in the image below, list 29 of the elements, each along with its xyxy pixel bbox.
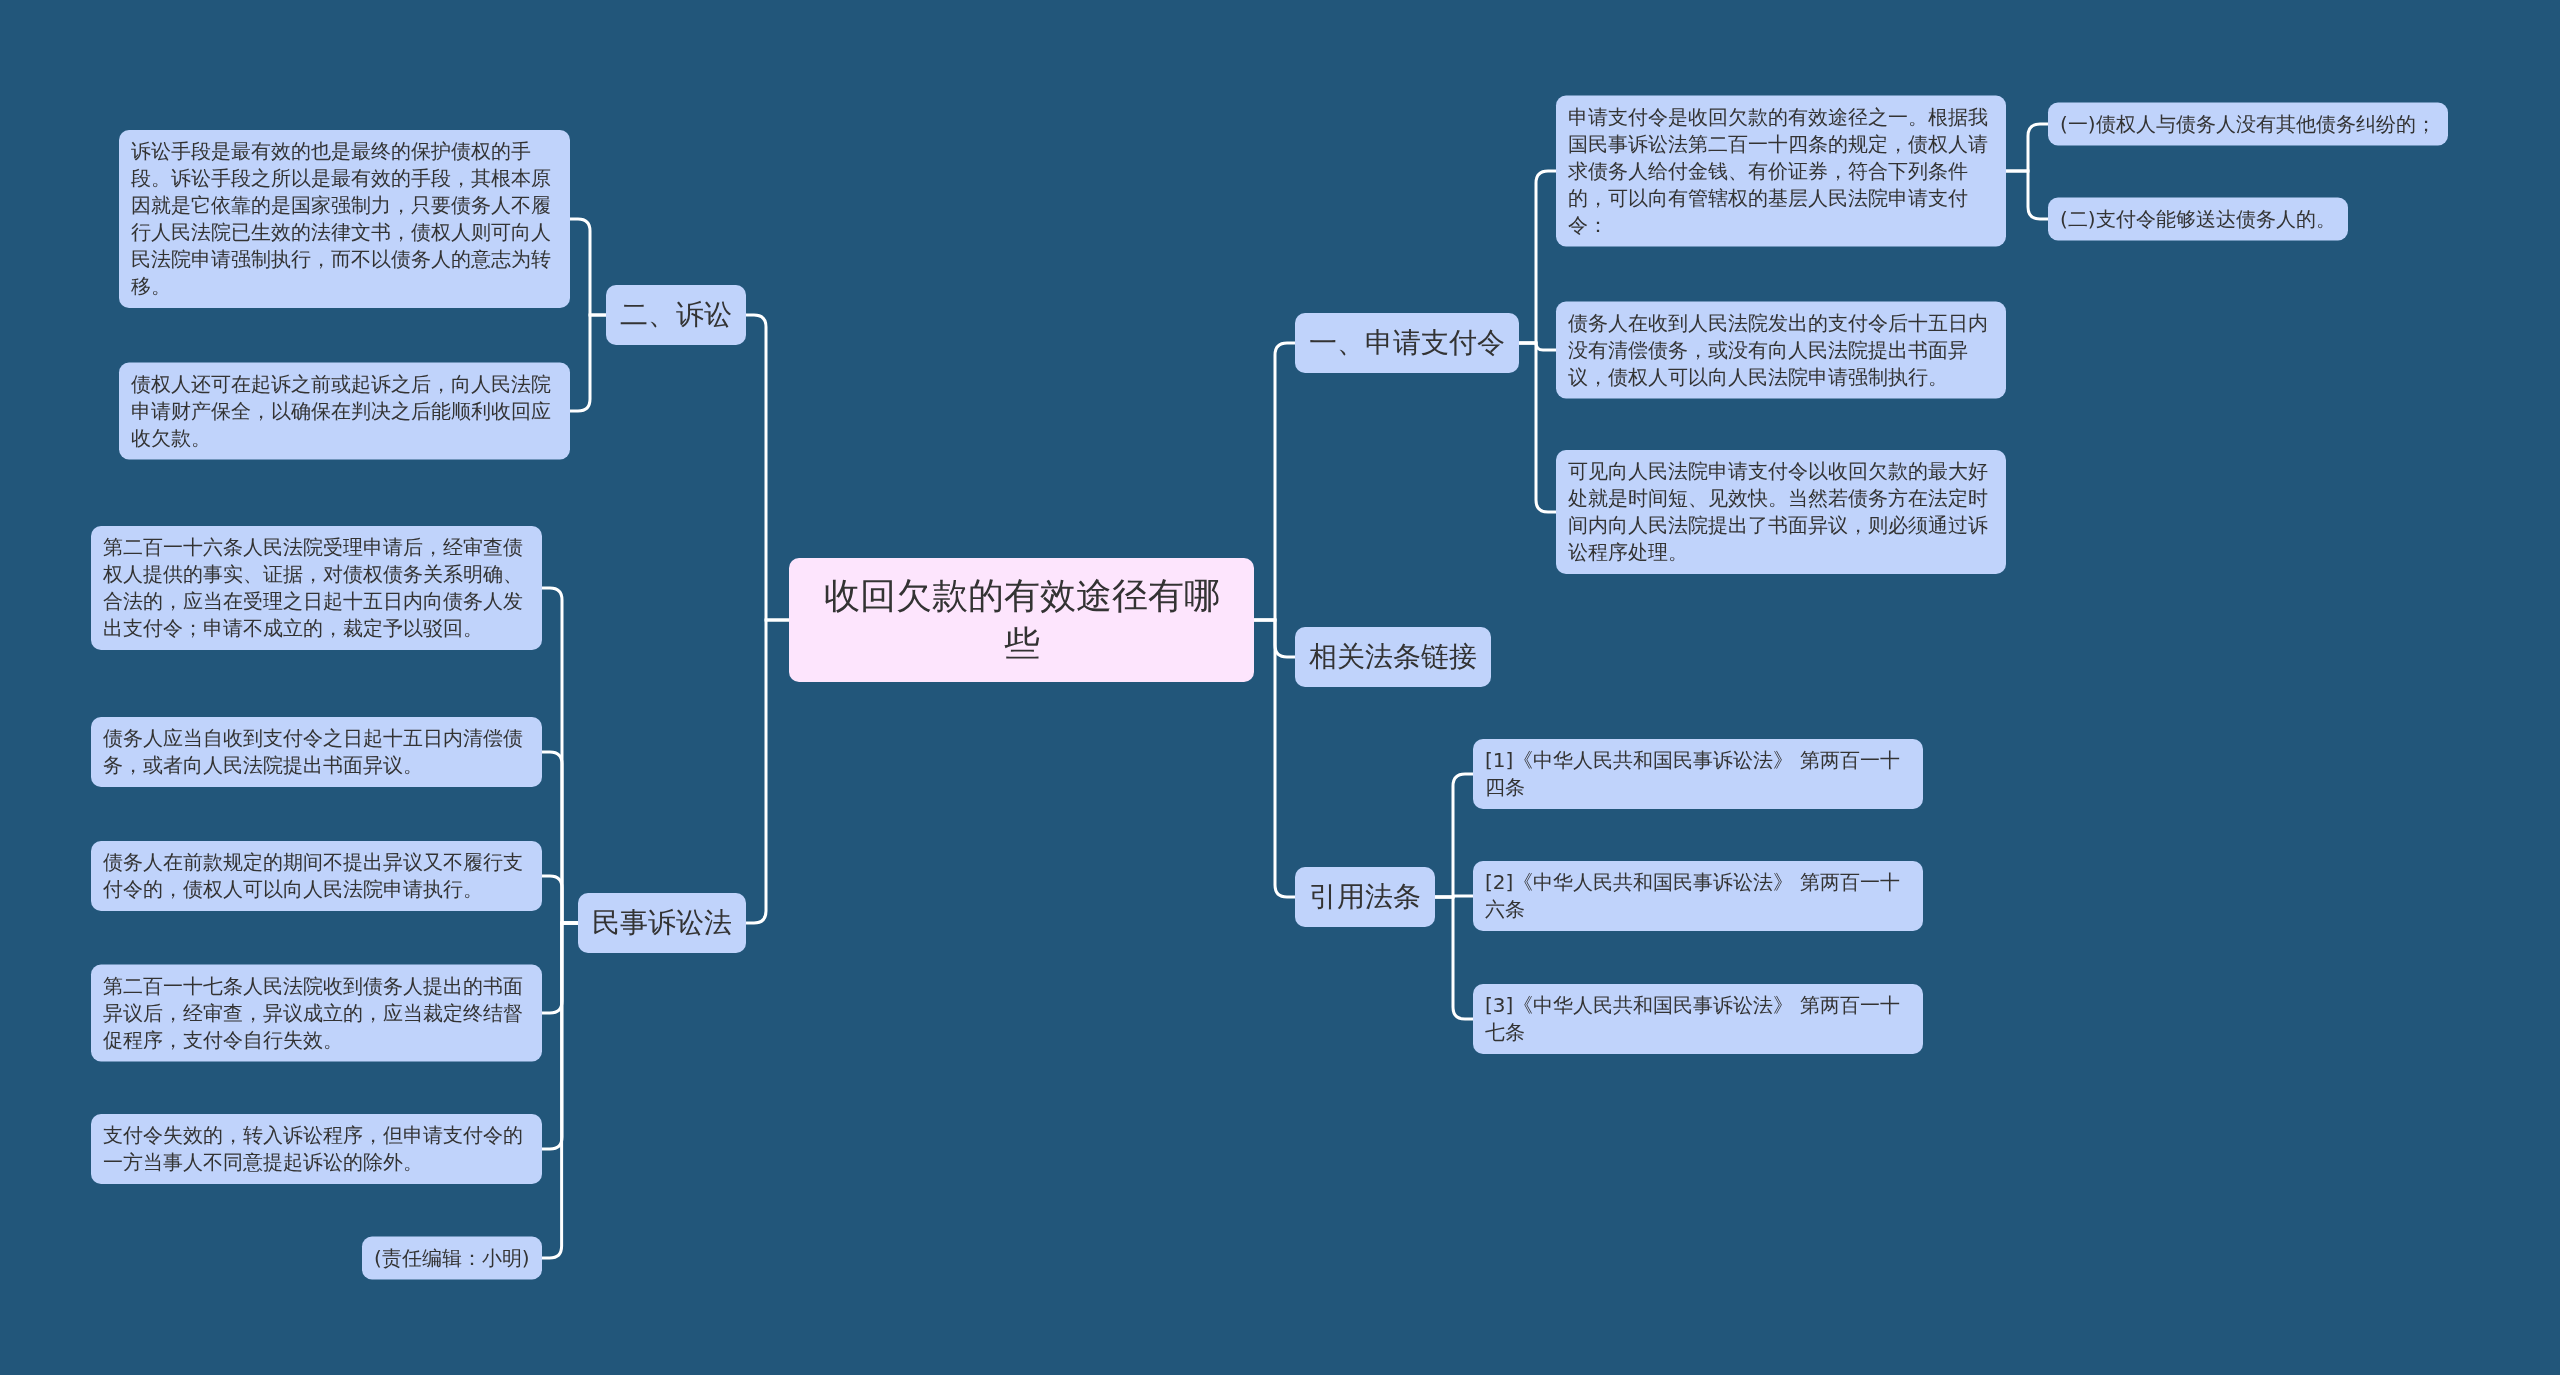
connector-line: [570, 313, 606, 413]
note-box: 债务人在前款规定的期间不提出异议又不履行支付令的，债权人可以向人民法院申请执行。: [91, 841, 542, 911]
note-box: 可见向人民法院申请支付令以收回欠款的最大好处就是时间短、见效快。当然若债务方在法定时间内向人民法院提出了书面异议，则必须通过诉讼程序处理。: [1556, 450, 2006, 574]
note-box: (二)支付令能够送达债务人的。: [2048, 197, 2348, 241]
note-box: 债务人在收到人民法院发出的支付令后十五日内没有清偿债务，或没有向人民法院提出书面异议，债权人可以向人民法院申请强制执行。: [1556, 301, 2006, 399]
topic-box: 收回欠款的有效途径有哪些: [789, 558, 1254, 682]
connector-line: [1435, 895, 1473, 1021]
note-box: 债权人还可在起诉之前或起诉之后，向人民法院申请财产保全，以确保在判决之后能顺利收回应收欠款。: [119, 362, 570, 460]
branch-box: 二、诉讼: [606, 285, 746, 345]
connector-line: [746, 618, 789, 925]
note-box: 第二百一十六条人民法院受理申请后，经审查债权人提供的事实、证据，对债权债务关系明确、合法的，应当在受理之日起十五日内向债务人发出支付令；申请不成立的，裁定予以驳回。: [91, 526, 542, 650]
note-box: [1]《中华人民共和国民事诉讼法》 第两百一十四条: [1473, 739, 1923, 809]
branch-box: 一、申请支付令: [1295, 313, 1519, 373]
connector-line: [1254, 618, 1295, 899]
note-box: (一)债权人与债务人没有其他债务纠纷的；: [2048, 102, 2448, 146]
note-box: 申请支付令是收回欠款的有效途径之一。根据我国民事诉讼法第二百一十四条的规定，债权人请求债务人给付金钱、有价证券，符合下列条件的，可以向有管辖权的基层人民法院申请支付令：: [1556, 95, 2006, 247]
note-box: 诉讼手段是最有效的也是最终的保护债权的手段。诉讼手段之所以是最有效的手段，其根本原因就是它依靠的是国家强制力，只要债务人不履行人民法院已生效的法律文书，债权人则可向人民法院申请强制执行，而不以债务人的意志为转移。: [119, 130, 570, 308]
connector-line: [541, 921, 578, 1260]
note-box: 债务人应当自收到支付令之日起十五日内清偿债务，或者向人民法院提出书面异议。: [91, 717, 542, 787]
connector-line: [2006, 169, 2048, 221]
note-box: [3]《中华人民共和国民事诉讼法》 第两百一十七条: [1473, 984, 1923, 1054]
note-box: (责任编辑：小明): [362, 1236, 542, 1280]
branch-box: 民事诉讼法: [578, 893, 746, 953]
branch-box: 相关法条链接: [1295, 627, 1491, 687]
note-box: 第二百一十七条人民法院收到债务人提出的书面异议后，经审查，异议成立的，应当裁定终结督促程序，支付令自行失效。: [91, 964, 542, 1062]
note-box: 支付令失效的，转入诉讼程序，但申请支付令的一方当事人不同意提起诉讼的除外。: [91, 1114, 542, 1184]
connector-line: [1519, 341, 1556, 514]
branch-box: 引用法条: [1295, 867, 1435, 927]
note-box: [2]《中华人民共和国民事诉讼法》 第两百一十六条: [1473, 861, 1923, 931]
